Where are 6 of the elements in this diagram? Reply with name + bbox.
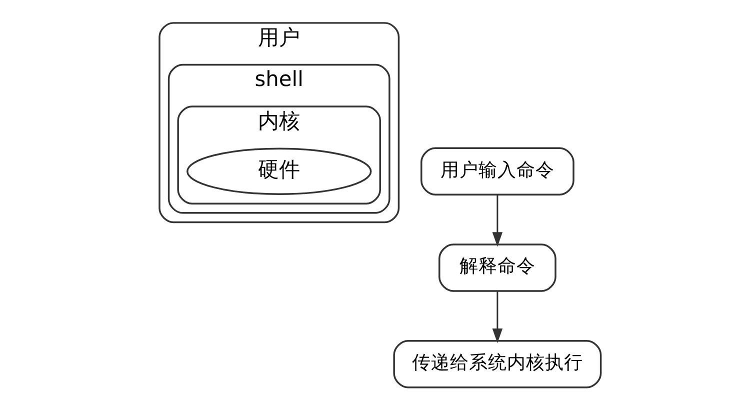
node-box: 传递给系统内核执行: [393, 340, 602, 388]
arrow: [492, 290, 503, 343]
arrow: [492, 194, 503, 246]
node-box: 解释命令: [438, 243, 556, 292]
node-ellipse: 硬件: [186, 147, 372, 194]
node-box: 用户输入命令: [420, 146, 574, 195]
